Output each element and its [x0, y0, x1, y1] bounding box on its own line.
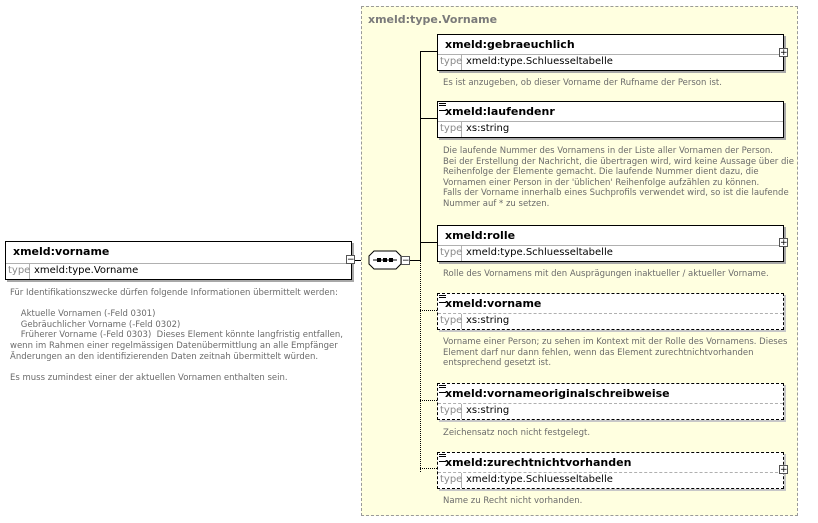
sequence-compositor-icon[interactable]	[368, 250, 402, 270]
child-description: Die laufende Nummer des Vornamens in der…	[443, 146, 794, 209]
child-type-value: xmeld:type.Schluesseltabelle	[466, 247, 613, 258]
child-element-name: xmeld:zurechtnichtvorhanden	[445, 456, 632, 469]
child-type-value: xs:string	[466, 405, 510, 416]
root-element-name: xmeld:vorname	[13, 245, 110, 258]
root-collapse-minus-icon[interactable]: −	[346, 255, 355, 265]
child-type-label: type	[438, 122, 462, 137]
child-element-zurechtnichtvorhanden[interactable]: xmeld:zurechtnichtvorhanden type xmeld:t…	[437, 452, 784, 489]
child-description: Vorname einer Person; zu sehen im Kontex…	[443, 337, 788, 369]
child-type-row: type xs:string	[438, 403, 783, 419]
child-type-row: type xs:string	[438, 121, 783, 137]
documentation-icon	[439, 385, 446, 393]
documentation-icon	[439, 454, 446, 462]
connector-compositor-trunk	[410, 260, 420, 261]
connector-child-2	[420, 118, 437, 119]
child-type-label: type	[438, 246, 462, 261]
complex-type-title: xmeld:type.Vorname	[368, 13, 498, 26]
child-element-name: xmeld:vorname	[445, 297, 542, 310]
connector-child-3	[420, 242, 437, 243]
expand-plus-icon[interactable]: +	[779, 48, 788, 58]
child-description: Name zu Recht nicht vorhanden.	[443, 496, 583, 506]
connector-child-5	[420, 400, 437, 401]
child-element-gebraeuchlich[interactable]: xmeld:gebraeuchlich type xmeld:type.Schl…	[437, 34, 784, 71]
child-type-value: xs:string	[466, 123, 510, 134]
connector-child-4	[420, 310, 437, 311]
documentation-icon	[439, 295, 446, 303]
child-element-rolle[interactable]: xmeld:rolle type xmeld:type.Schluesselta…	[437, 225, 784, 262]
compositor-collapse-minus-icon[interactable]: −	[401, 256, 410, 266]
documentation-icon	[439, 103, 446, 111]
connector-trunk-upper	[420, 51, 421, 261]
child-type-row: type xmeld:type.Schluesseltabelle	[438, 472, 783, 488]
root-type-value: xmeld:type.Vorname	[34, 265, 139, 276]
root-type-row: type xmeld:type.Vorname	[6, 263, 351, 279]
connector-child-6	[420, 468, 437, 469]
connector-trunk-lower	[420, 260, 421, 472]
child-type-label: type	[438, 404, 462, 419]
child-description: Es ist anzugeben, ob dieser Vorname der …	[443, 78, 722, 88]
child-element-name: xmeld:rolle	[445, 229, 516, 242]
child-type-value: xs:string	[466, 315, 510, 326]
root-element-box[interactable]: xmeld:vorname type xmeld:type.Vorname	[5, 241, 352, 280]
root-description: Für Identifikationszwecke dürfen folgend…	[10, 288, 343, 383]
child-element-name: xmeld:laufendenr	[445, 105, 555, 118]
child-type-row: type xs:string	[438, 313, 783, 329]
child-type-label: type	[438, 473, 462, 488]
child-element-vornameoriginalschreibweise[interactable]: xmeld:vornameoriginalschreibweise type x…	[437, 383, 784, 420]
expand-plus-icon[interactable]: +	[779, 238, 788, 248]
child-type-label: type	[438, 55, 462, 70]
connector-child-1	[420, 51, 437, 52]
child-description: Rolle des Vornamens mit den Ausprägungen…	[443, 269, 769, 279]
child-type-value: xmeld:type.Schluesseltabelle	[466, 56, 613, 67]
child-element-name: xmeld:vornameoriginalschreibweise	[445, 387, 670, 400]
child-description: Zeichensatz noch nicht festgelegt.	[443, 428, 591, 438]
child-element-laufendenr[interactable]: xmeld:laufendenr type xs:string	[437, 101, 784, 138]
expand-plus-icon[interactable]: +	[779, 465, 788, 475]
child-type-label: type	[438, 314, 462, 329]
child-element-name: xmeld:gebraeuchlich	[445, 38, 575, 51]
child-type-row: type xmeld:type.Schluesseltabelle	[438, 54, 783, 70]
child-type-value: xmeld:type.Schluesseltabelle	[466, 474, 613, 485]
child-type-row: type xmeld:type.Schluesseltabelle	[438, 245, 783, 261]
child-element-vorname[interactable]: xmeld:vorname type xs:string	[437, 293, 784, 330]
root-type-label: type	[6, 264, 30, 279]
